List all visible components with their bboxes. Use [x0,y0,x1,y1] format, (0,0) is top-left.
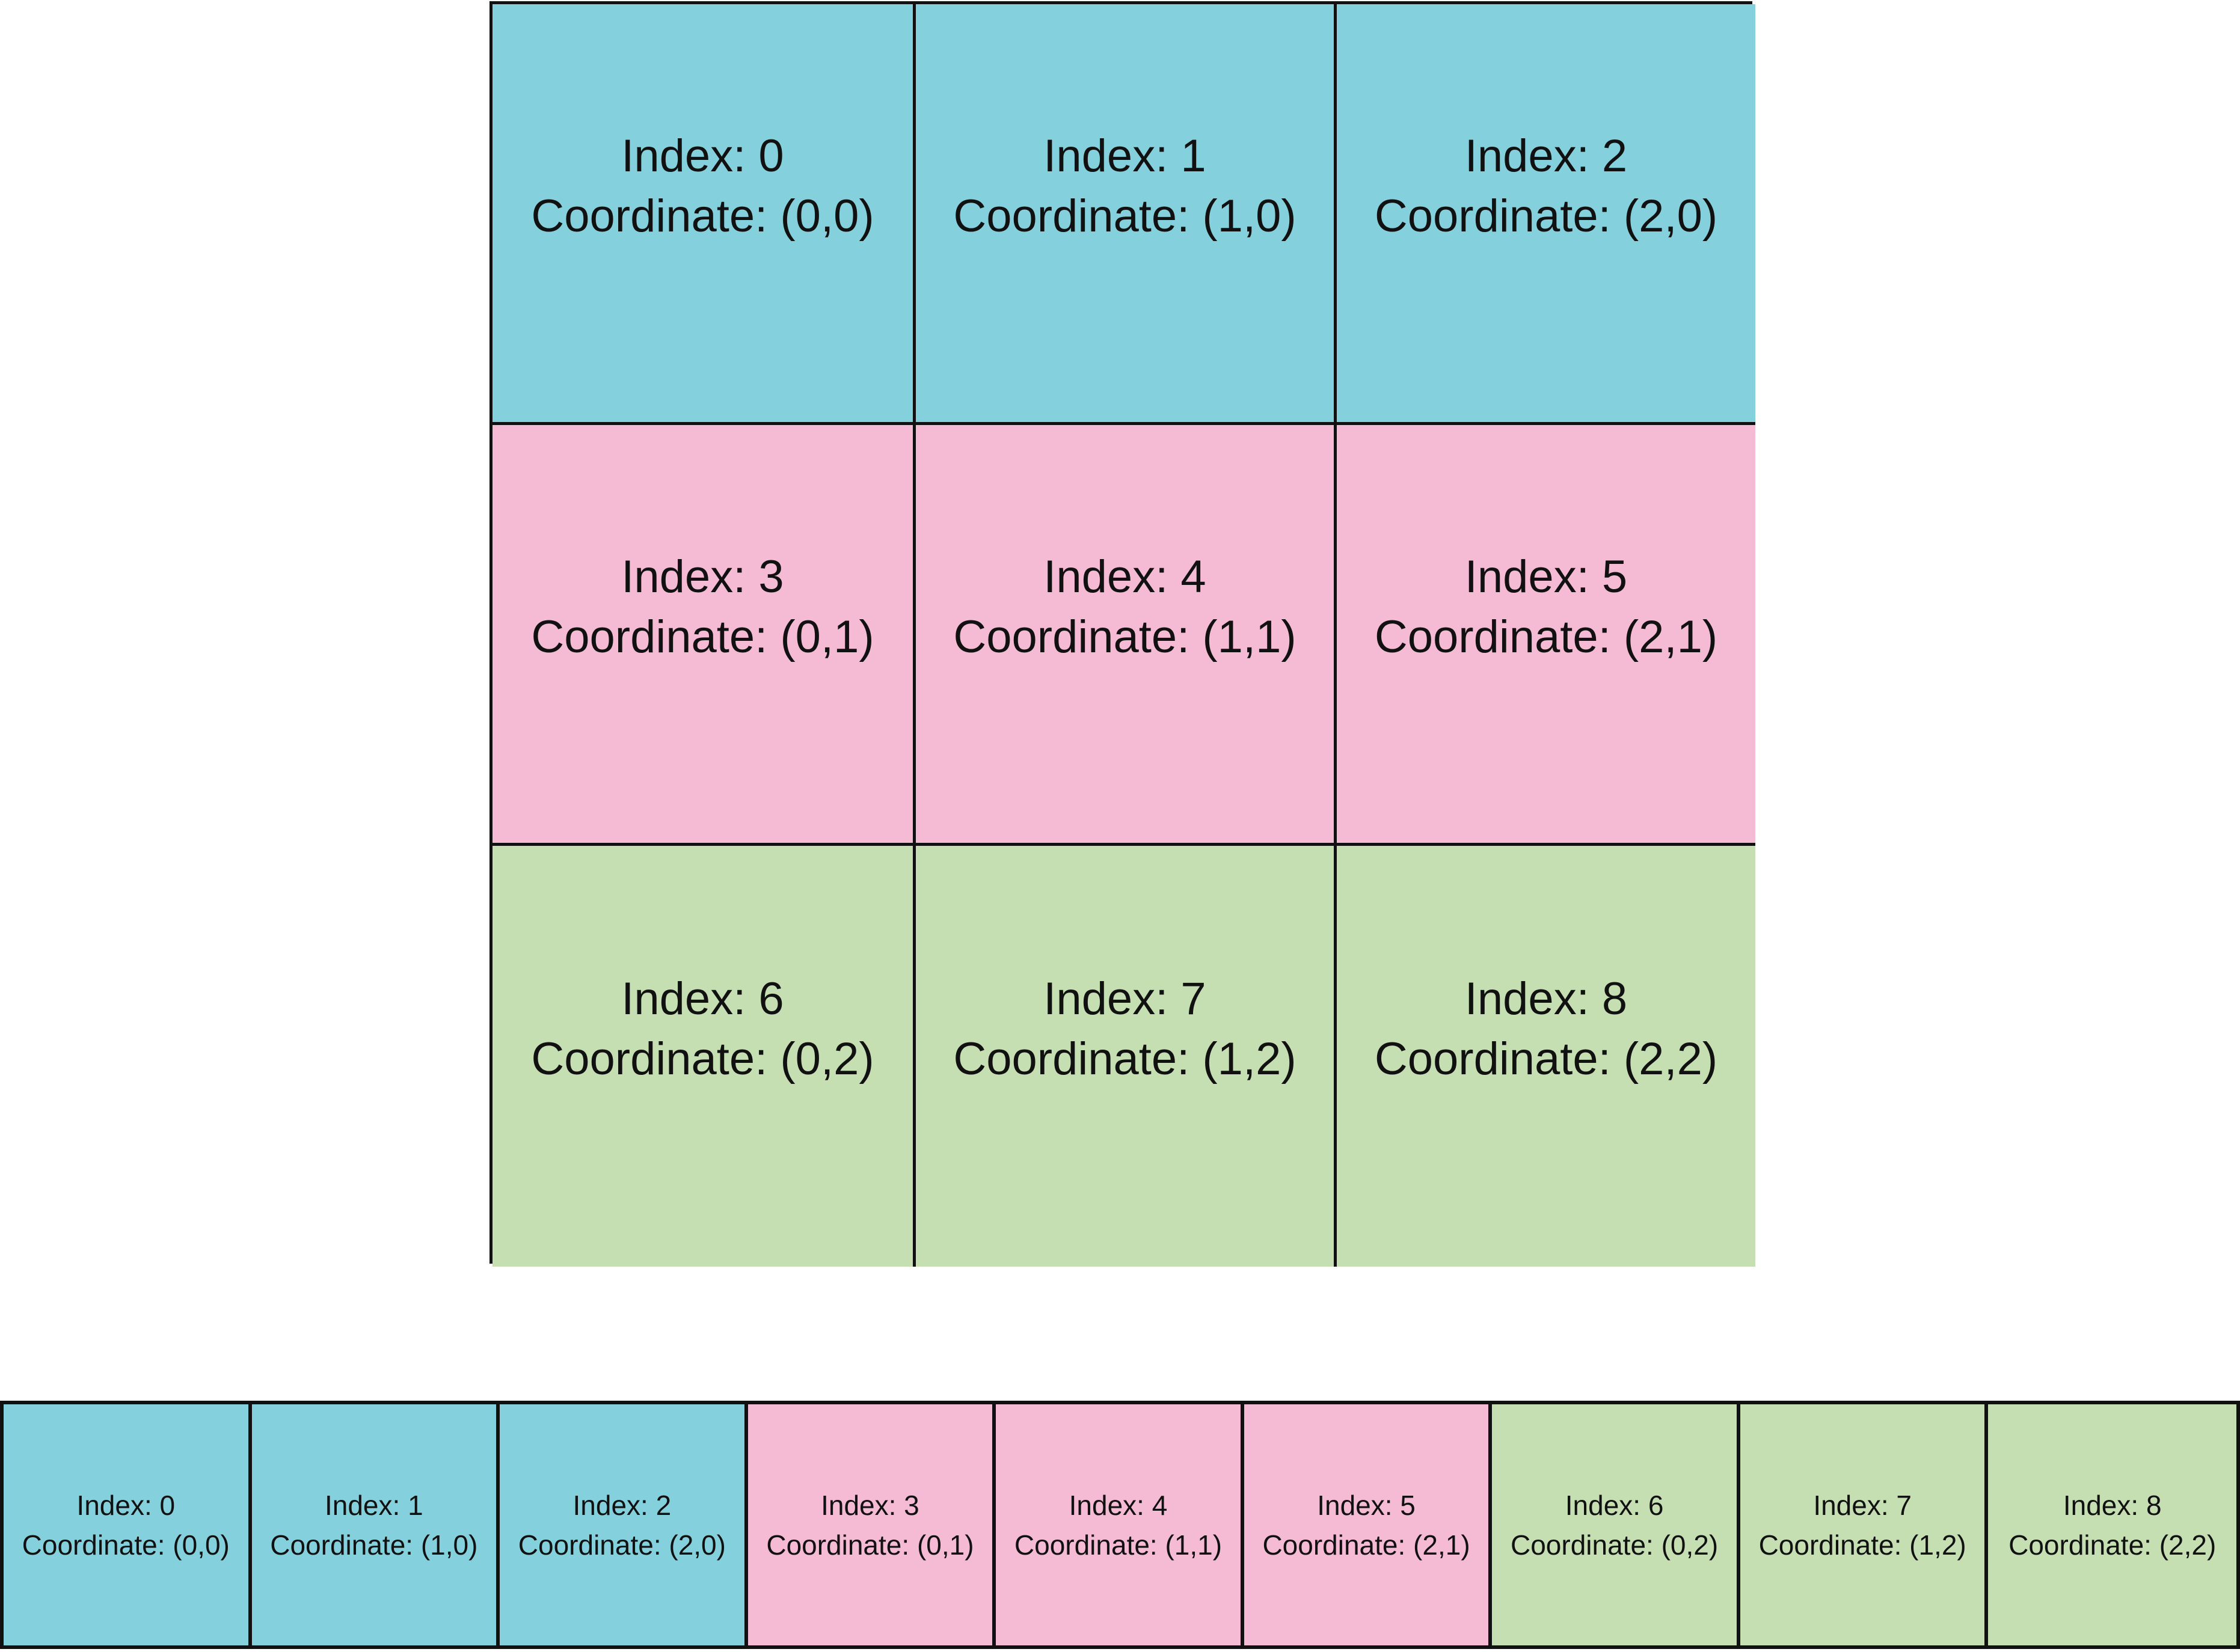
cell-coordinate-label: Coordinate: (0,1) [531,611,874,662]
grid-cell-2: Index: 2 Coordinate: (2,0) [1337,4,1755,425]
grid-cell-0: Index: 0 Coordinate: (0,0) [492,4,916,425]
cell-index-label: Index: 0 [621,130,784,182]
strip-cell-2: Index: 2 Coordinate: (2,0) [500,1404,748,1645]
grid-cell-6: Index: 6 Coordinate: (0,2) [492,846,916,1267]
strip-cell-4: Index: 4 Coordinate: (1,1) [996,1404,1244,1645]
cell-coordinate-label: Coordinate: (0,2) [1511,1529,1719,1561]
cell-index-label: Index: 0 [76,1489,176,1521]
cell-coordinate-label: Coordinate: (1,2) [1758,1529,1966,1561]
grid-cell-4: Index: 4 Coordinate: (1,1) [916,425,1337,846]
cell-coordinate-label: Coordinate: (0,1) [766,1529,974,1561]
cell-coordinate-label: Coordinate: (1,1) [953,611,1296,662]
grid-3x3: Index: 0 Coordinate: (0,0) Index: 1 Coor… [489,1,1755,1267]
strip-cell-5: Index: 5 Coordinate: (2,1) [1244,1404,1493,1645]
grid-cell-1: Index: 1 Coordinate: (1,0) [916,4,1337,425]
cell-index-label: Index: 3 [621,551,784,602]
grid-cell-8: Index: 8 Coordinate: (2,2) [1337,846,1755,1267]
cell-index-label: Index: 1 [324,1489,423,1521]
cell-coordinate-label: Coordinate: (1,2) [953,1033,1296,1085]
strip-cell-1: Index: 1 Coordinate: (1,0) [251,1404,500,1645]
cell-index-label: Index: 3 [821,1489,919,1521]
cell-index-label: Index: 4 [1043,551,1206,602]
cell-coordinate-label: Coordinate: (1,0) [953,190,1296,242]
cell-coordinate-label: Coordinate: (0,0) [531,190,874,242]
cell-index-label: Index: 8 [2063,1489,2162,1521]
strip-cell-3: Index: 3 Coordinate: (0,1) [747,1404,996,1645]
cell-index-label: Index: 2 [1464,130,1628,182]
cell-coordinate-label: Coordinate: (2,1) [1374,611,1718,662]
flattened-array-strip: Index: 0 Coordinate: (0,0) Index: 1 Coor… [0,1401,2240,1649]
cell-index-label: Index: 6 [1565,1489,1664,1521]
cell-coordinate-label: Coordinate: (2,2) [1374,1033,1718,1085]
grid-cell-5: Index: 5 Coordinate: (2,1) [1337,425,1755,846]
grid-cell-3: Index: 3 Coordinate: (0,1) [492,425,916,846]
cell-index-label: Index: 1 [1043,130,1206,182]
cell-coordinate-label: Coordinate: (0,0) [22,1529,230,1561]
strip-cell-8: Index: 8 Coordinate: (2,2) [1988,1404,2236,1645]
cell-index-label: Index: 5 [1464,551,1628,602]
cell-coordinate-label: Coordinate: (2,0) [518,1529,726,1561]
cell-coordinate-label: Coordinate: (1,0) [270,1529,478,1561]
strip-cell-7: Index: 7 Coordinate: (1,2) [1740,1404,1989,1645]
cell-coordinate-label: Coordinate: (2,2) [2008,1529,2217,1561]
cell-index-label: Index: 4 [1069,1489,1168,1521]
grid-cell-7: Index: 7 Coordinate: (1,2) [916,846,1337,1267]
cell-coordinate-label: Coordinate: (2,1) [1262,1529,1470,1561]
cell-index-label: Index: 7 [1813,1489,1912,1521]
cell-index-label: Index: 5 [1317,1489,1416,1521]
cell-index-label: Index: 7 [1043,973,1206,1024]
cell-index-label: Index: 6 [621,973,784,1024]
cell-coordinate-label: Coordinate: (0,2) [531,1033,874,1085]
strip-cell-6: Index: 6 Coordinate: (0,2) [1492,1404,1740,1645]
cell-index-label: Index: 8 [1464,973,1628,1024]
strip-cell-0: Index: 0 Coordinate: (0,0) [4,1404,252,1645]
cell-index-label: Index: 2 [572,1489,672,1521]
cell-coordinate-label: Coordinate: (1,1) [1014,1529,1223,1561]
cell-coordinate-label: Coordinate: (2,0) [1374,190,1718,242]
